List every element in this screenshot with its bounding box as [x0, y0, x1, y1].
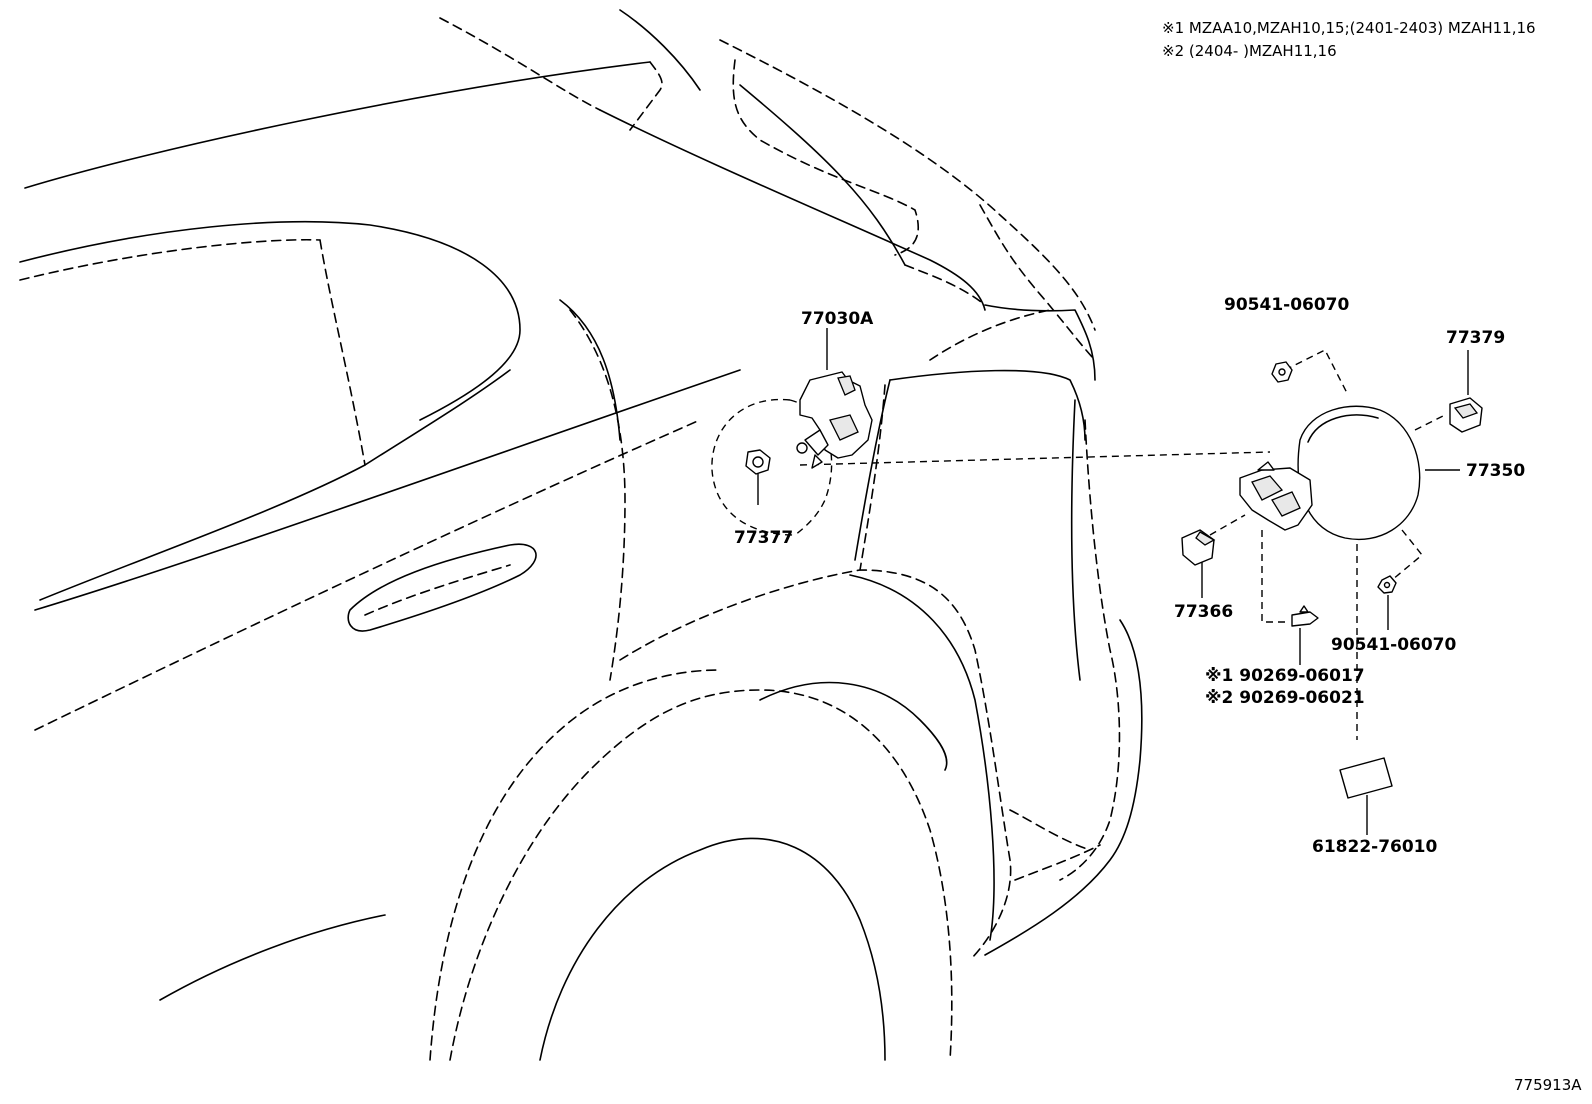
part-labels: 77030A 77377 90541-06070 77379 77350 773… — [734, 295, 1525, 857]
leader-lines — [711, 328, 1469, 835]
label-77030A: 77030A — [801, 309, 874, 329]
label-90541-top: 90541-06070 — [1224, 295, 1350, 315]
actuator-part — [796, 371, 873, 469]
note-line-2: ※2 (2404- )MZAH11,16 — [1162, 42, 1337, 60]
label-77350: 77350 — [1466, 461, 1525, 481]
diagram-id: 775913A — [1514, 1076, 1582, 1094]
label-77377: 77377 — [734, 528, 793, 548]
bushing-part — [1181, 529, 1216, 566]
screw-part — [1291, 605, 1319, 627]
note-line-1: ※1 MZAA10,MZAH10,15;(2401-2403) MZAH11,1… — [1162, 19, 1536, 37]
clip-part-top — [1271, 361, 1293, 383]
nut-part — [745, 449, 771, 475]
vehicle-body-outline — [19, 9, 1143, 1001]
clip-part-bottom — [1377, 575, 1397, 594]
label-90541-bottom: 90541-06070 — [1331, 635, 1457, 655]
pad-part — [1339, 757, 1393, 799]
label-61822: 61822-76010 — [1312, 837, 1438, 857]
fuel-door-part — [1239, 405, 1421, 540]
model-notes: ※1 MZAA10,MZAH10,15;(2401-2403) MZAH11,1… — [1162, 19, 1536, 60]
label-77379: 77379 — [1446, 328, 1505, 348]
label-77366: 77366 — [1174, 602, 1233, 622]
cushion-part — [1449, 397, 1483, 433]
wheel-arch — [429, 569, 1012, 1061]
label-90269-1: ※1 90269-06017 — [1205, 666, 1365, 686]
label-90269-2: ※2 90269-06021 — [1205, 688, 1365, 708]
